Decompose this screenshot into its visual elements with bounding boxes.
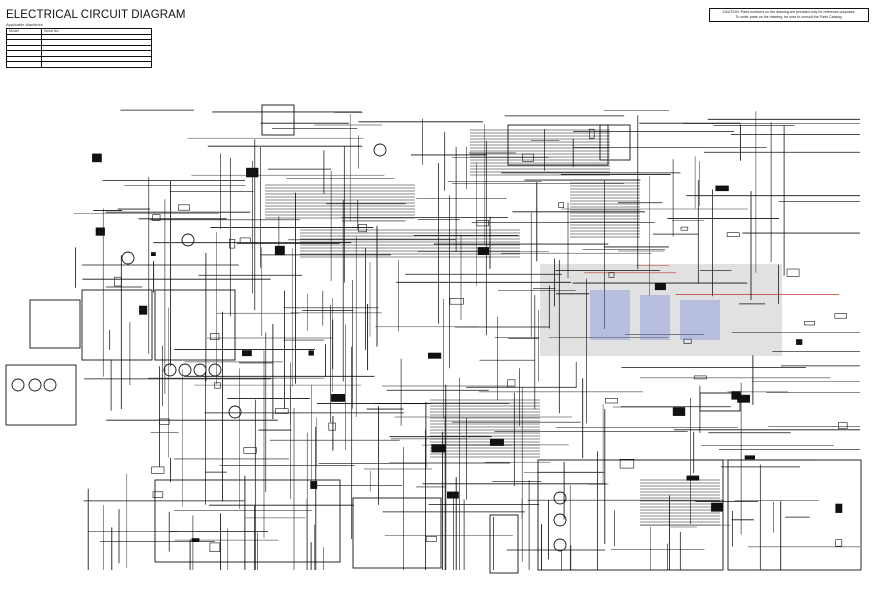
connector [507,379,516,388]
connector [835,539,843,547]
connector [558,202,565,208]
component-symbol [11,378,25,392]
component-symbol [163,363,177,377]
connector [151,252,156,257]
table-cell [41,61,152,68]
caution-line: To order parts on the drawing, be sure t… [735,15,843,19]
connector [151,466,165,474]
component-frame [154,289,236,361]
watermark-logo [590,290,630,340]
connector [92,153,102,163]
connector [427,352,442,359]
connector [715,185,729,192]
table-row [6,61,152,68]
component-symbol [553,491,567,505]
applicable-machines-label: Applicable Machines [6,22,43,27]
connector [328,422,336,431]
caution-line: CAUTION: Parts numbers on the drawing ar… [722,10,856,14]
machines-table: Model Serial No. [6,28,152,68]
connector [744,455,755,460]
component-frame [29,299,81,349]
connector [431,444,447,453]
component-frame [489,514,519,574]
connector [246,167,259,178]
component-frame [352,497,442,569]
component-symbol [121,251,135,265]
connector [274,245,285,256]
page-title: ELECTRICAL CIRCUIT DIAGRAM [6,9,186,21]
connector [310,481,318,489]
component-symbol [43,378,57,392]
connector [588,128,595,139]
component-symbol [178,363,192,377]
watermark-logo [680,300,720,340]
connector [786,268,800,277]
connector [683,338,692,344]
connector [726,232,740,237]
connector [191,538,200,543]
connector [114,276,122,287]
connector [178,204,190,211]
connector [210,333,220,340]
connector [686,475,700,481]
connector [711,502,724,512]
component-frame [81,289,153,361]
component-symbol [193,363,207,377]
connector [522,153,534,162]
component-symbol [553,513,567,527]
connector [619,458,635,469]
connector [731,391,741,400]
connector [159,418,170,425]
connector [331,393,345,402]
component-frame [5,364,77,426]
connector [605,397,618,404]
connector [446,491,459,499]
component-frame [727,459,862,571]
component-symbol [208,363,222,377]
connector [477,247,489,255]
connector [243,447,257,454]
connector [654,283,666,291]
connector [308,350,314,356]
connector [804,321,816,326]
connector [229,239,236,249]
connector [489,438,504,446]
connector [275,408,289,414]
component-symbol [228,405,242,419]
connector [209,542,221,552]
watermark-logo [640,295,670,340]
connector [672,407,686,416]
component-frame [537,459,724,571]
connector [476,220,489,227]
connector [680,226,689,231]
connector [425,536,437,542]
connector [449,297,464,305]
connector [214,382,221,389]
component-frame [261,104,295,136]
component-symbol [373,143,387,157]
table-cell [6,61,42,68]
connector [693,375,707,380]
component-frame [154,479,341,563]
component-frame [599,124,631,161]
connector [152,214,161,221]
caution-note: CAUTION: Parts numbers on the drawing ar… [709,8,869,22]
component-symbol [28,378,42,392]
connector [796,339,803,345]
connector [95,227,105,236]
connector [837,422,848,429]
component-symbol [181,233,195,247]
connector [358,224,367,233]
connector [152,491,164,498]
connector [835,503,843,513]
watermark [540,264,782,356]
component-symbol [553,538,567,552]
connector [834,313,847,319]
connector [139,305,148,315]
connector [608,272,615,278]
connector [239,237,251,244]
connector [242,350,252,357]
